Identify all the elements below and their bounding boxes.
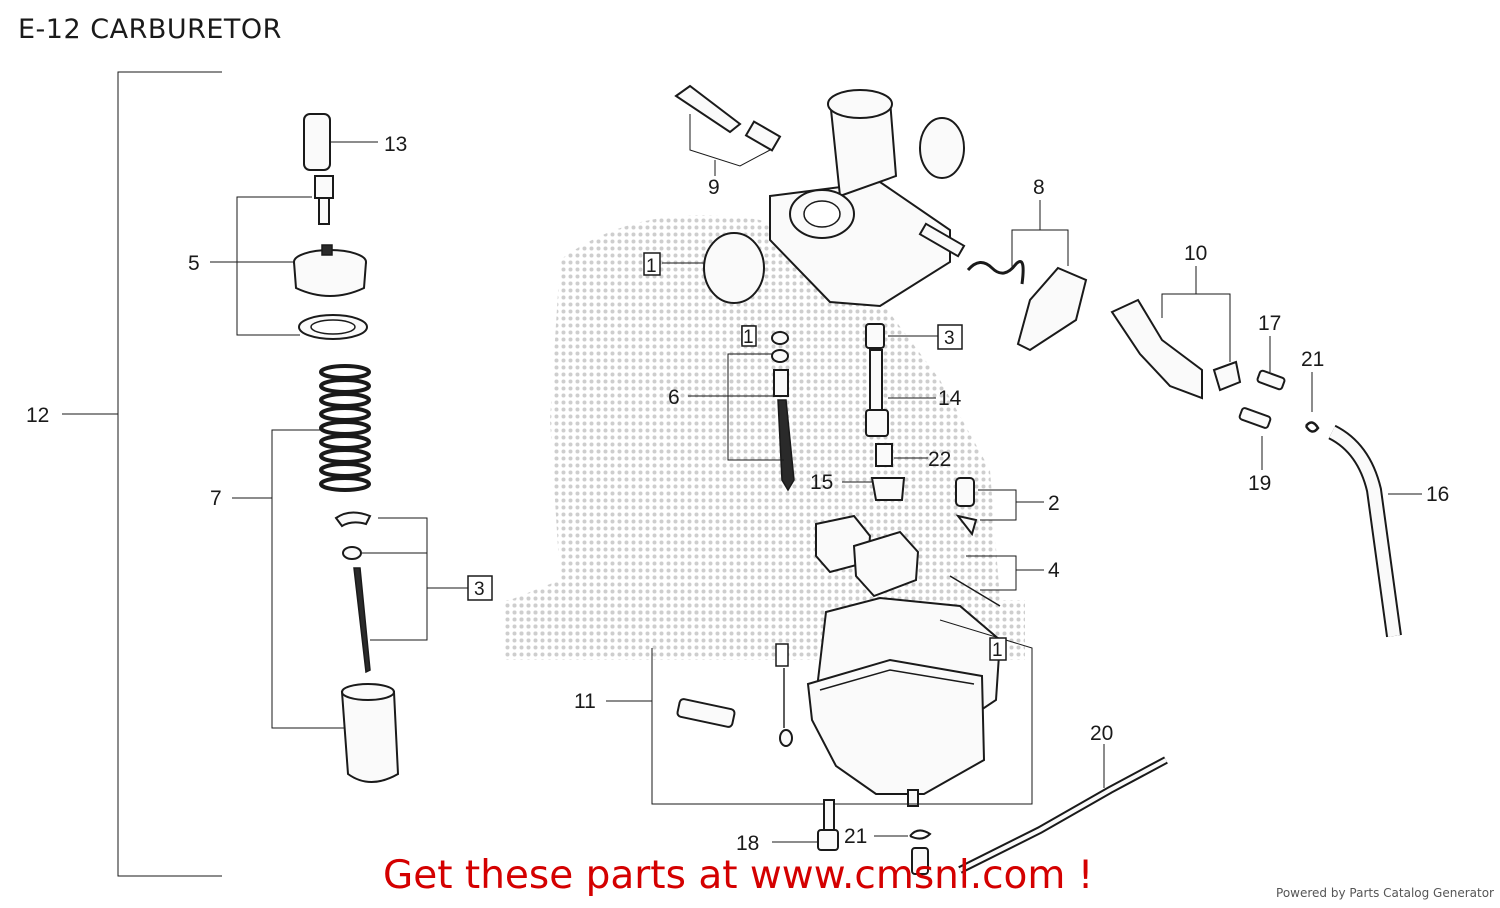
slow-jet-part: [870, 443, 906, 501]
callout-box-1b: 1: [741, 325, 757, 348]
drain-screw-part: [772, 799, 839, 851]
carburetor-body-part: [769, 89, 966, 308]
callout-5: 5: [188, 252, 200, 275]
needle-clip-part: [334, 511, 372, 674]
callout-19: 19: [1248, 472, 1271, 495]
powered-by-footer: Powered by Parts Catalog Generator: [1276, 886, 1494, 900]
callout-11: 11: [574, 690, 596, 713]
callout-10: 10: [1184, 242, 1207, 265]
callout-18: 18: [736, 832, 759, 855]
callout-7: 7: [210, 487, 222, 510]
choke-lever-part: [966, 260, 1088, 352]
throttle-spring-part: [319, 364, 371, 492]
assembly-bracket-12: [62, 71, 222, 877]
callout-15: 15: [810, 471, 833, 494]
drain-tube-part: [911, 744, 1168, 875]
callout-2: 2: [1048, 492, 1060, 515]
callout-21b: 21: [844, 825, 867, 848]
tube-clip-part: [874, 829, 932, 840]
callout-box-3b: 3: [467, 575, 493, 601]
callout-12: 12: [26, 404, 49, 427]
callout-14: 14: [938, 387, 962, 410]
callout-17: 17: [1258, 312, 1281, 335]
choke-bracket-part: [1110, 298, 1242, 400]
svg-text:3: 3: [474, 579, 485, 600]
callout-21a: 21: [1301, 348, 1324, 371]
diagram-title: E-12 CARBURETOR: [18, 14, 282, 45]
callout-9: 9: [708, 176, 720, 199]
callout-22: 22: [928, 448, 951, 471]
slide-top-part: [303, 113, 378, 171]
float-part: [815, 514, 1001, 607]
watermark-logo: [505, 215, 1025, 660]
svg-text:1: 1: [646, 256, 657, 277]
carburetor-top-cap-part: [293, 244, 368, 340]
callout-box-3a: 3: [937, 324, 963, 350]
svg-text:1: 1: [743, 327, 754, 348]
svg-text:3: 3: [944, 328, 955, 349]
breather-hose-part: [1328, 424, 1422, 638]
main-jet-part: [865, 323, 938, 437]
callout-8: 8: [1033, 176, 1045, 199]
float-chamber-part: [676, 596, 1002, 807]
callout-6: 6: [668, 386, 680, 409]
callout-4: 4: [1048, 559, 1060, 582]
callout-box-1a: 1: [643, 252, 661, 277]
bracket-screw-part: [1238, 369, 1286, 429]
callout-16: 16: [1426, 483, 1449, 506]
float-valve-part: [955, 477, 978, 537]
hose-clip-part: [1304, 372, 1320, 433]
cap-screw-part: [314, 175, 334, 225]
callout-box-1c: 1: [989, 637, 1007, 661]
throttle-stop-screw-part: [674, 84, 782, 152]
svg-text:1: 1: [992, 640, 1003, 661]
callout-20: 20: [1090, 722, 1113, 745]
get-parts-link[interactable]: Get these parts at www.cmsnl.com !: [383, 853, 1094, 898]
o-ring-part: [662, 232, 765, 304]
throttle-valve-part: [340, 683, 400, 783]
callout-13: 13: [384, 133, 407, 156]
